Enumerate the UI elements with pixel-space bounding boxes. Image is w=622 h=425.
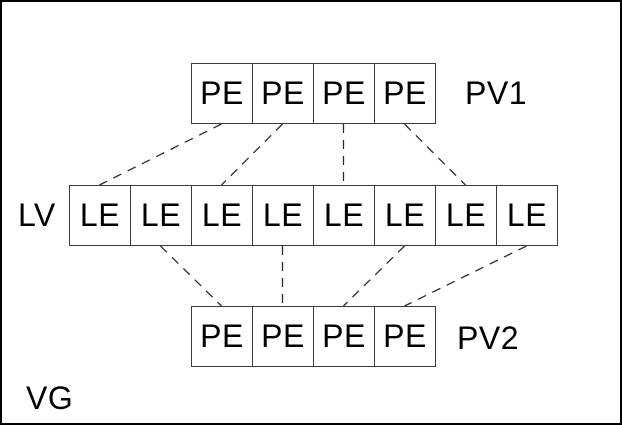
- pv2-box-row: PE PE PE PE: [191, 306, 436, 367]
- pe-box: PE: [252, 63, 314, 124]
- pe-box: PE: [191, 306, 253, 367]
- connector-line: [221, 123, 283, 186]
- pe-box: PE: [374, 63, 436, 124]
- le-box: LE: [130, 185, 192, 246]
- connector-line: [404, 123, 466, 186]
- lv-box-row: LE LE LE LE LE LE LE LE: [69, 185, 558, 246]
- pe-box: PE: [313, 306, 375, 367]
- pe-box: PE: [252, 306, 314, 367]
- vg-label: VG: [26, 379, 74, 416]
- pe-box: PE: [191, 63, 253, 124]
- pv1-box-row: PE PE PE PE: [191, 63, 436, 124]
- pv1-label: PV1: [465, 75, 527, 111]
- connector-line: [343, 245, 405, 307]
- le-box: LE: [252, 185, 314, 246]
- lv-label: LV: [18, 197, 56, 233]
- pv2-label: PV2: [457, 319, 519, 356]
- connector-line: [160, 245, 222, 307]
- le-box: LE: [313, 185, 375, 246]
- le-box: LE: [374, 185, 436, 246]
- connector-line: [404, 245, 527, 307]
- le-box: LE: [496, 185, 558, 246]
- connector-line: [99, 123, 222, 186]
- pe-box: PE: [374, 306, 436, 367]
- le-box: LE: [69, 185, 131, 246]
- pe-box: PE: [313, 63, 375, 124]
- le-box: LE: [435, 185, 497, 246]
- le-box: LE: [191, 185, 253, 246]
